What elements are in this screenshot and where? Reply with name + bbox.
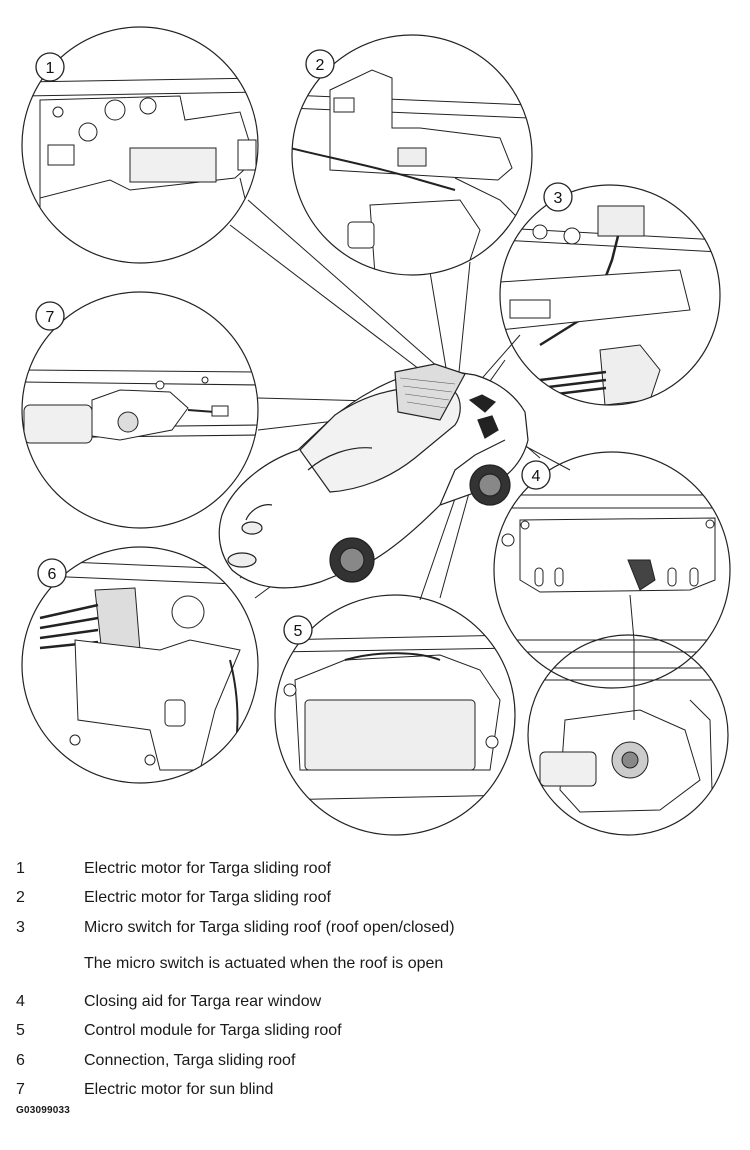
callout-number: 2 (316, 57, 325, 74)
detail-circle-4-lower (527, 634, 729, 836)
legend-text: Closing aid for Targa rear window (84, 993, 322, 1010)
callout-number: 4 (532, 468, 541, 485)
callout-badge-3: 3 (543, 182, 573, 212)
legend-number: 7 (16, 1081, 25, 1098)
legend-row: 3 Micro switch for Targa sliding roof (ro… (0, 916, 750, 940)
legend-text: Connection, Targa sliding roof (84, 1052, 296, 1069)
legend-row: 4 Closing aid for Targa rear window (0, 990, 750, 1014)
callout-number: 5 (294, 623, 303, 640)
legend-row: 2 Electric motor for Targa sliding roof (0, 886, 750, 910)
detail-circle-2 (291, 34, 533, 276)
callout-number: 6 (48, 566, 57, 583)
detail-circle-7 (21, 291, 259, 529)
legend-text: Micro switch for Targa sliding roof (roo… (84, 919, 455, 936)
legend-number: 3 (16, 919, 25, 936)
legend-number: 6 (16, 1052, 25, 1069)
legend-number: 5 (16, 1022, 25, 1039)
detail-circle-5 (274, 594, 516, 836)
callout-badge-4: 4 (521, 460, 551, 490)
callout-badge-2: 2 (305, 49, 335, 79)
legend-row: The micro switch is actuated when the ro… (0, 952, 750, 976)
callout-badge-7: 7 (35, 301, 65, 331)
legend-text: Electric motor for sun blind (84, 1081, 274, 1098)
legend-text: Control module for Targa sliding roof (84, 1022, 342, 1039)
legend-row: 1 Electric motor for Targa sliding roof (0, 857, 750, 881)
legend-row: 5 Control module for Targa sliding roof (0, 1019, 750, 1043)
legend-number: 1 (16, 860, 25, 877)
legend-text: Electric motor for Targa sliding roof (84, 889, 331, 906)
callout-number: 7 (46, 309, 55, 326)
callout-badge-6: 6 (37, 558, 67, 588)
legend-text: The micro switch is actuated when the ro… (84, 955, 444, 972)
detail-circle-6 (21, 546, 259, 784)
callout-badge-1: 1 (35, 52, 65, 82)
detail-circle-1 (21, 26, 259, 264)
detail-circle-4 (493, 451, 731, 689)
callout-number: 1 (46, 60, 55, 77)
detail-circle-3 (499, 184, 721, 406)
legend-row: 7 Electric motor for sun blind (0, 1078, 750, 1102)
car-illustration (218, 363, 529, 589)
legend-row: 6 Connection, Targa sliding roof (0, 1049, 750, 1073)
legend-number: 4 (16, 993, 25, 1010)
figure-code: G03099033 (16, 1105, 71, 1116)
legend-number: 2 (16, 889, 25, 906)
component-location-diagram: 1 2 3 7 4 6 5 (21, 26, 731, 836)
callout-badge-5: 5 (283, 615, 313, 645)
legend-text: Electric motor for Targa sliding roof (84, 860, 331, 877)
callout-number: 3 (554, 190, 563, 207)
